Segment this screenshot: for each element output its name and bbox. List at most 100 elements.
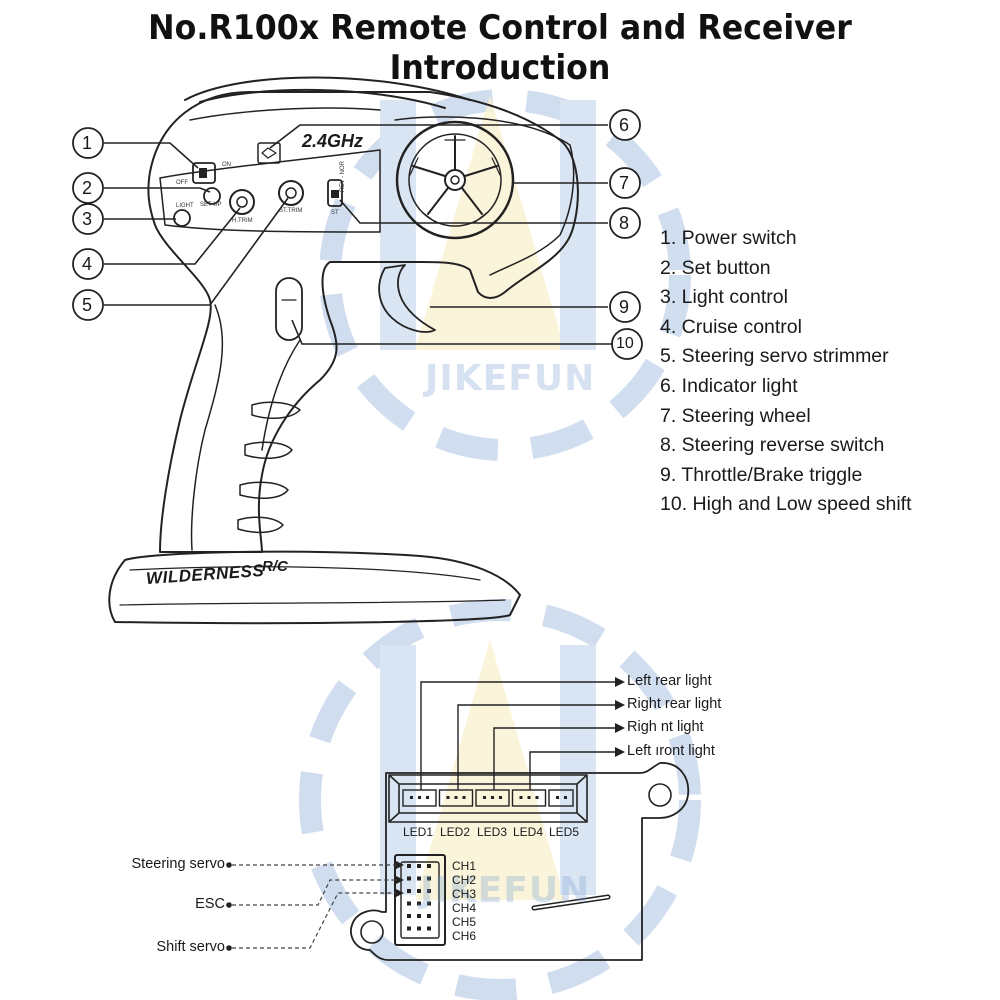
led-port-2 — [438, 789, 474, 807]
watermark-text-lower: JIKEFUN — [420, 870, 591, 911]
light-button — [173, 209, 191, 227]
led-pin — [564, 796, 567, 799]
page-title: No.R100x Remote Control and Receiver Int… — [148, 8, 852, 88]
legend-item-2: 2. Set button — [660, 256, 771, 279]
transmitter-drawing — [108, 76, 579, 625]
channel-pin — [427, 876, 431, 881]
channel-pin — [407, 914, 411, 918]
st-trim-knob — [278, 180, 304, 206]
power-switch — [192, 162, 216, 184]
led-port-label-1: LED1 — [403, 825, 434, 839]
legend-item-1: 1. Power switch — [660, 227, 797, 249]
led-pin — [535, 796, 539, 799]
component-legend: 1. Power switch 2. Set button 3. Light c… — [660, 226, 912, 522]
callout-circle-1 — [72, 127, 104, 159]
led-pin — [446, 796, 450, 799]
callout-number-4: 4 — [82, 254, 93, 274]
legend-item-6: 6. Indicator light — [660, 374, 798, 397]
led-pin — [519, 796, 523, 799]
panel-label-off: OFF — [176, 180, 188, 186]
transmitter-top-arc — [184, 76, 471, 101]
connection-dots — [226, 862, 232, 951]
callout-number-3: 3 — [82, 209, 93, 229]
callout-circle-9 — [609, 291, 641, 323]
transmitter-body-outline — [147, 91, 579, 553]
callout-circles — [72, 109, 643, 360]
callout-circle-6 — [609, 109, 641, 141]
callout-number-8: 8 — [619, 213, 630, 233]
led-port-label-2: LED2 — [440, 825, 471, 839]
channel-pin — [417, 864, 421, 868]
led-port-label-4: LED4 — [513, 825, 544, 839]
watermark-graphic — [299, 89, 701, 1000]
callout-lines — [104, 124, 612, 345]
callout-circle-8 — [609, 207, 641, 239]
led-pin — [499, 796, 502, 799]
channel-pin — [427, 889, 431, 893]
reverse-switch — [327, 179, 343, 207]
channel-pin — [407, 876, 411, 881]
channel-header — [394, 854, 446, 946]
legend-item-10: 10. High and Low speed shift — [660, 493, 912, 516]
channel-pin — [427, 914, 431, 918]
legend-item-5: 5. Steering servo strimmer — [660, 345, 889, 368]
led-port-1 — [402, 789, 437, 807]
channel-pin — [417, 914, 421, 918]
throttle-trigger — [378, 264, 436, 333]
frequency-label: 2.4GHz — [302, 131, 364, 151]
led-port-label-5: LED5 — [549, 825, 580, 839]
channel-pin — [417, 901, 421, 906]
legend-item-7: 7. Steering wheel — [660, 404, 811, 427]
callout-circle-10 — [611, 328, 643, 360]
callout-circle-4 — [72, 248, 104, 280]
led-port-3 — [475, 789, 510, 807]
callout-number-10: 10 — [616, 335, 634, 352]
legend-item-3: 3. Light control — [660, 286, 788, 309]
light-label-left-front: Left ıront light — [627, 743, 715, 759]
callout-circle-3 — [72, 203, 104, 235]
channel-pin — [427, 926, 431, 931]
led-port-4 — [511, 789, 547, 807]
callout-number-2: 2 — [82, 178, 93, 198]
channel-label-2: CH2 — [452, 873, 477, 887]
channel-pin — [407, 889, 411, 893]
led-header-frame — [388, 774, 588, 823]
callout-number-6: 6 — [619, 115, 630, 135]
channel-pin — [417, 889, 421, 893]
light-label-left-rear: Left rear light — [627, 673, 712, 689]
legend-item-9: 9. Throttle/Brake triggle — [660, 463, 863, 486]
channel-label-3: CH3 — [452, 887, 477, 901]
channel-label-1: CH1 — [452, 859, 477, 873]
led-pin — [527, 796, 531, 799]
channel-pin — [427, 864, 431, 868]
light-leader-lines — [420, 681, 618, 790]
callout-circle-7 — [609, 167, 641, 199]
connection-label-shift-servo: Shift servo — [156, 939, 226, 955]
channel-pins — [407, 864, 431, 931]
brand-suffix: R/C — [262, 558, 288, 575]
led-pin — [418, 796, 421, 799]
connection-label-steering-servo: Steering servo — [131, 856, 226, 872]
led-pin — [454, 796, 458, 799]
connection-lines — [232, 864, 398, 949]
light-label-right-rear: Right rear light — [627, 696, 722, 712]
channel-pin — [417, 876, 421, 881]
light-label-right-front: Righ nt light — [627, 719, 704, 735]
legend-item-8: 8. Steering reverse switch — [660, 434, 885, 457]
channel-pin — [417, 926, 421, 931]
panel-label-rev-nor: REV - NOR — [340, 160, 346, 192]
callout-number-1: 1 — [82, 133, 93, 153]
light-arrowheads — [615, 677, 625, 757]
led-pin — [483, 796, 486, 799]
panel-label-light: LIGHT — [176, 203, 194, 209]
callout-number-9: 9 — [619, 297, 630, 317]
connection-label-esc: ESC — [195, 896, 225, 912]
led-ports — [402, 789, 574, 807]
panel-label-setup: SET UP — [200, 202, 222, 208]
callout-circle-5 — [72, 289, 104, 321]
panel-label-st-trim: ST.TRIM — [279, 208, 303, 214]
led-pin — [556, 796, 559, 799]
channel-pin — [407, 901, 411, 906]
channel-label-6: CH6 — [452, 929, 477, 943]
channel-pin — [407, 864, 411, 868]
